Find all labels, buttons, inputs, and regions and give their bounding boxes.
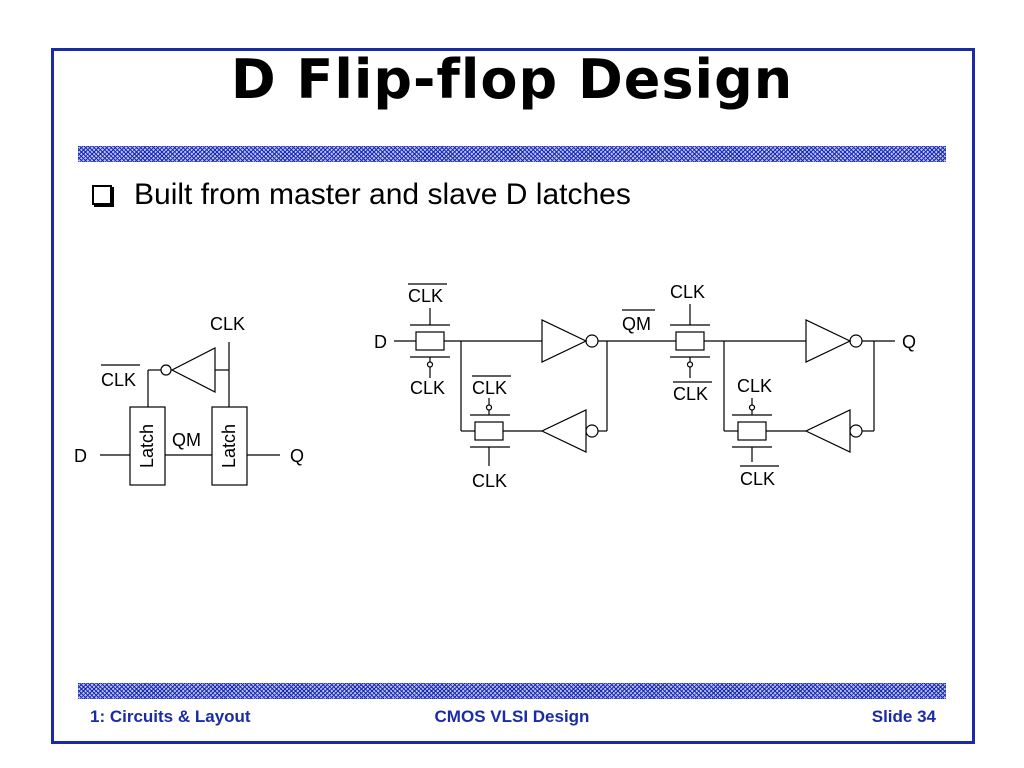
- title-divider: [78, 146, 946, 162]
- transmission-gate-3: [675, 331, 705, 351]
- slide-frame: [51, 48, 975, 744]
- right-qm-label: QM: [622, 314, 651, 334]
- transmission-gate-2: [474, 421, 504, 441]
- slide-title: D Flip-flop Design: [230, 48, 794, 111]
- right-q-label: Q: [902, 332, 916, 352]
- tg3-clk-label: CLK: [670, 282, 705, 302]
- tg2-clk-bar-label: CLK: [472, 378, 507, 398]
- bullet-item: Built from master and slave D latches: [92, 178, 631, 212]
- right-d-label: D: [374, 332, 387, 352]
- left-qm-label: QM: [172, 430, 201, 450]
- footer-course: 1: Circuits & Layout: [90, 707, 251, 726]
- transmission-gate-4: [737, 421, 767, 441]
- left-clk-label: CLK: [210, 314, 245, 334]
- clock-inverter-bubble: [160, 364, 172, 376]
- left-clk-bar-label: CLK: [101, 370, 136, 390]
- tg1-clk-label: CLK: [410, 378, 445, 398]
- tg4-clk-bar-label: CLK: [740, 469, 775, 489]
- footer-divider: [78, 683, 946, 699]
- tg3-clk-bar-label: CLK: [673, 384, 708, 404]
- tg2-clk-label: CLK: [472, 471, 507, 491]
- bullet-text: Built from master and slave D latches: [134, 178, 631, 211]
- clock-inverter-triangle: [170, 347, 216, 393]
- footer-title: CMOS VLSI Design: [434, 707, 590, 726]
- left-d-label: D: [74, 446, 87, 466]
- footer-slide-number: Slide 34: [871, 707, 936, 726]
- master-latch-label: Latch: [137, 424, 157, 468]
- transmission-gate-1: [415, 331, 445, 351]
- left-q-label: Q: [290, 446, 304, 466]
- tg1-clk-bar-label: CLK: [408, 286, 443, 306]
- square-bullet-icon: [92, 185, 112, 205]
- tg4-clk-label: CLK: [737, 376, 772, 396]
- slave-latch-label: Latch: [219, 424, 239, 468]
